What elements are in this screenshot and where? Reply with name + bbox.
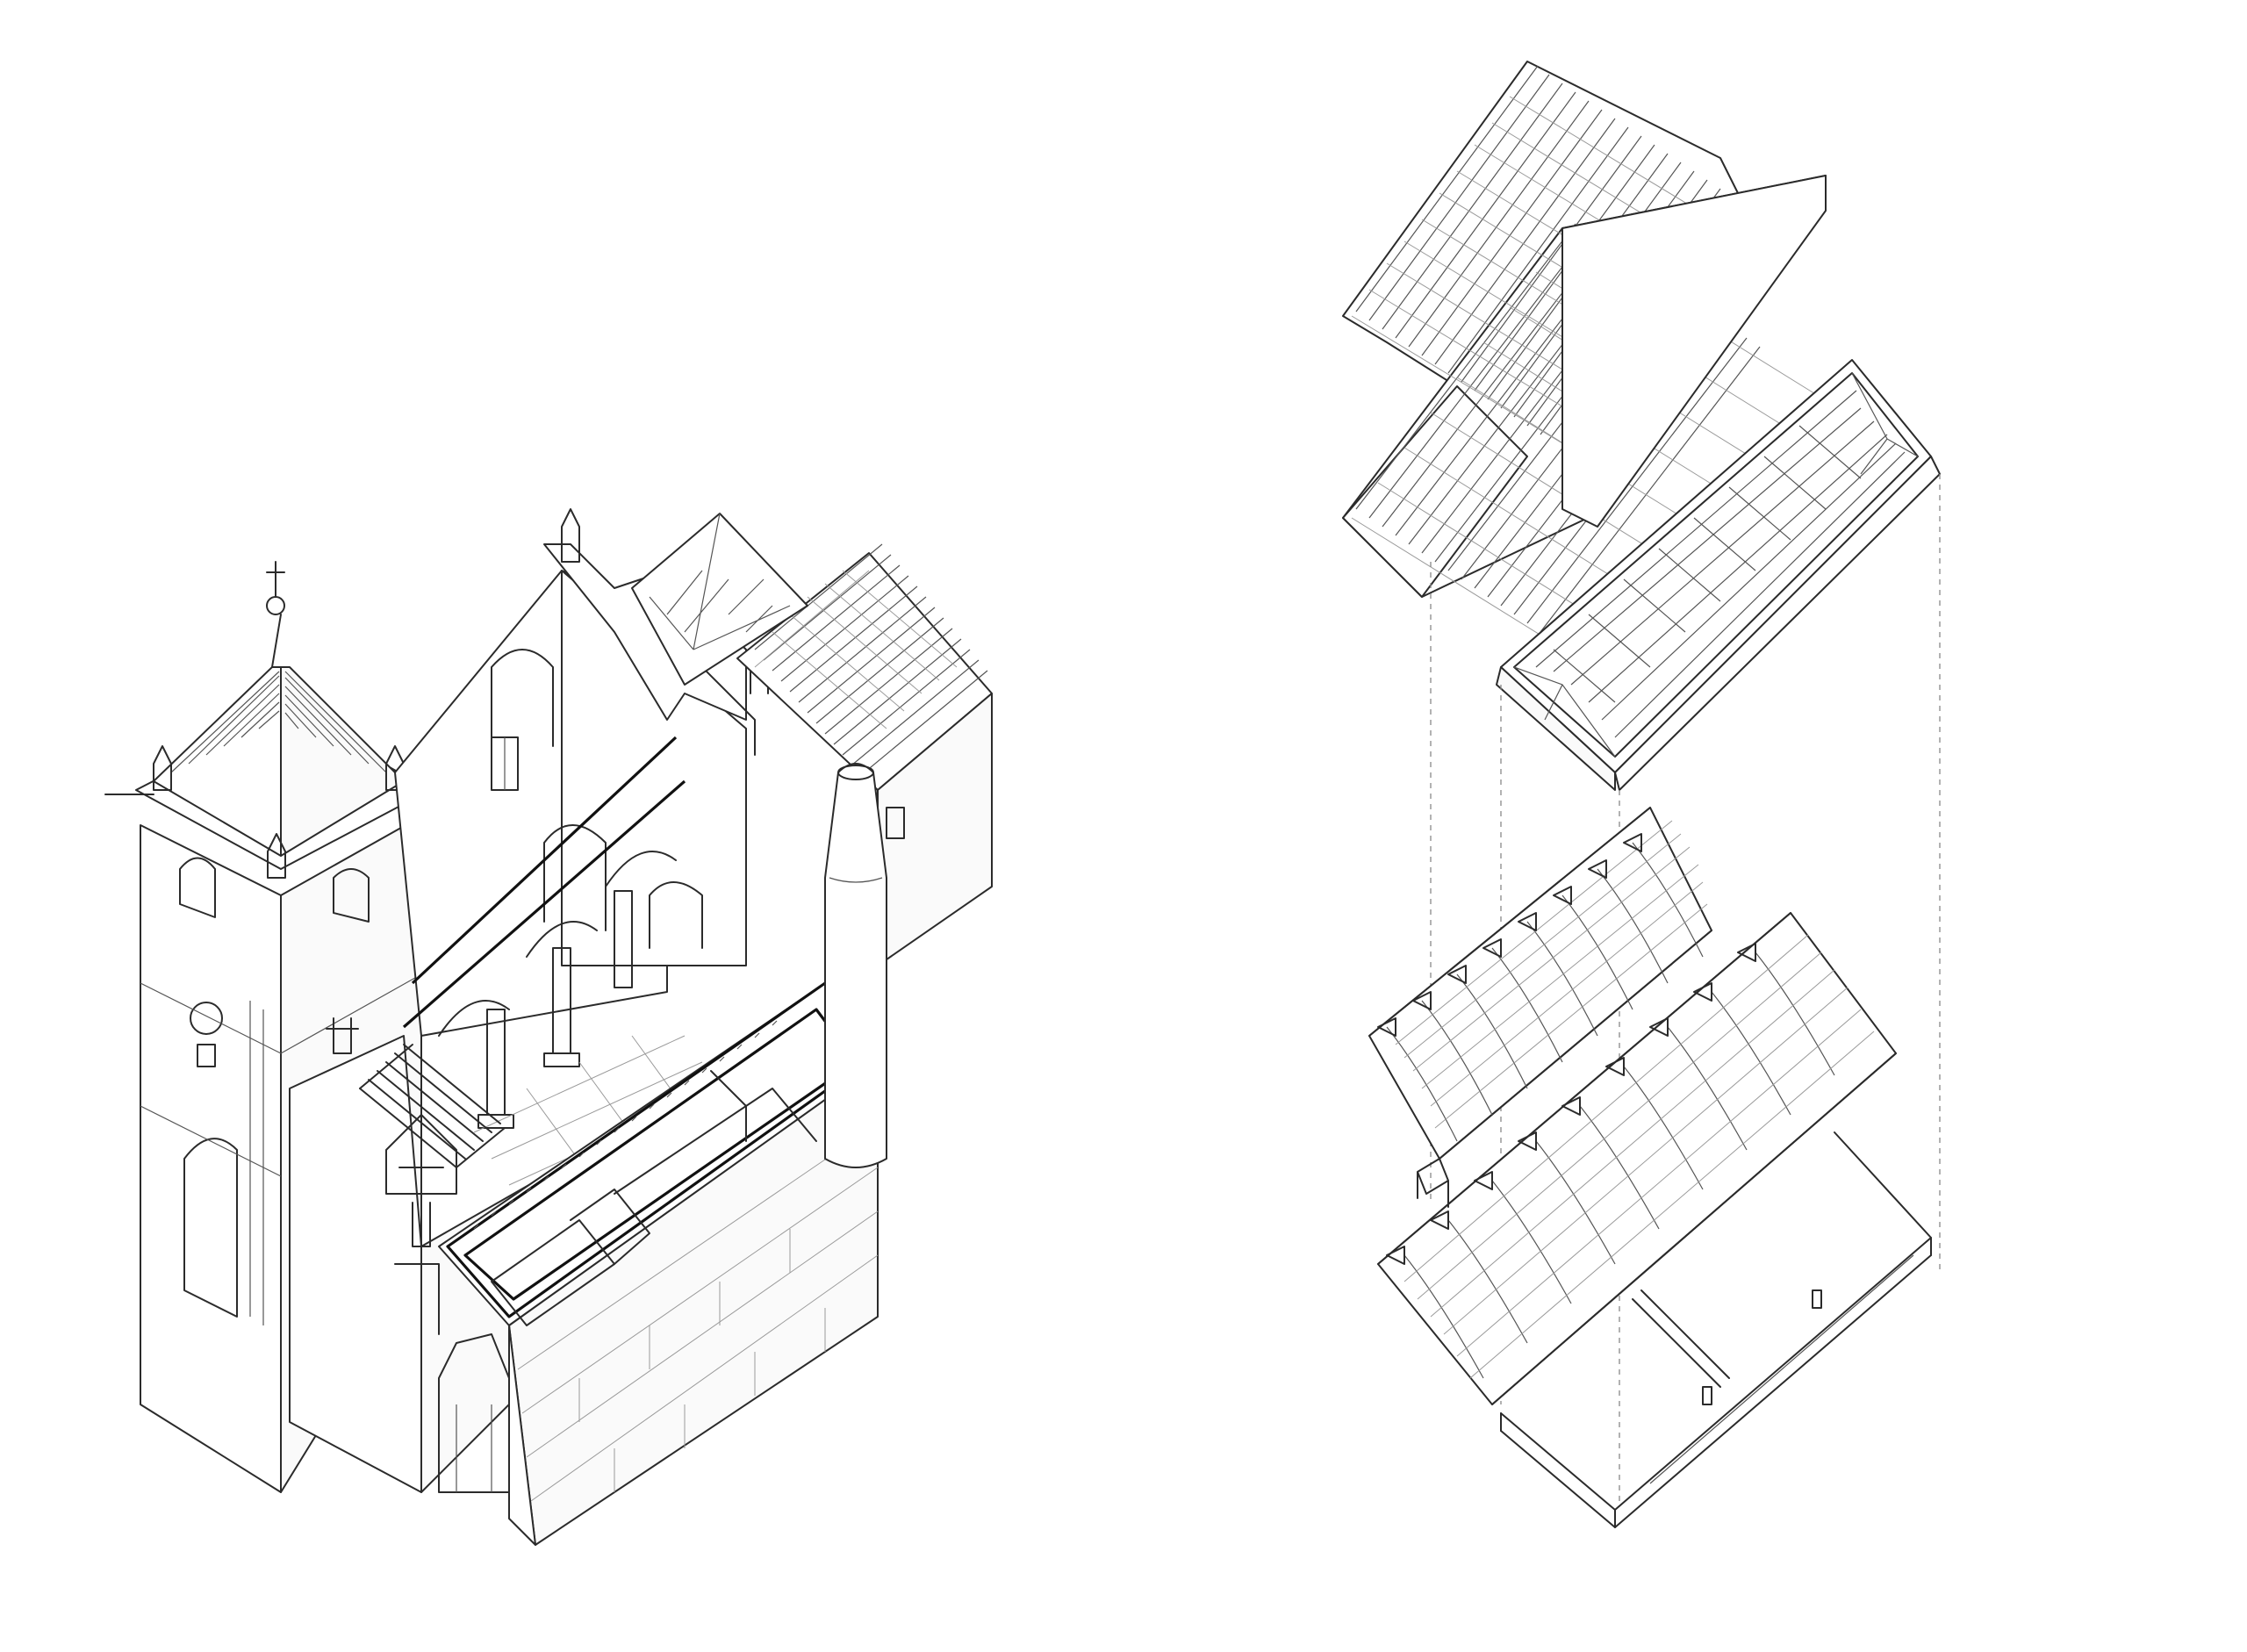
exploded-roof-axonometric xyxy=(1342,61,1941,1528)
nave-walls xyxy=(394,570,747,1037)
round-tower xyxy=(824,763,887,1168)
ceiling-layer xyxy=(1496,359,1941,791)
pews xyxy=(359,1044,506,1168)
roof-tiles-layer xyxy=(1342,61,1827,677)
sanctuary-hip-roof xyxy=(631,513,808,686)
church-isometric-cutaway xyxy=(104,508,993,1546)
wall-plate-layer xyxy=(1500,1131,1932,1528)
truss-row-back xyxy=(1368,807,1712,1160)
truss-row-front xyxy=(1377,912,1897,1405)
timber-trusses-layer xyxy=(1368,807,1897,1405)
